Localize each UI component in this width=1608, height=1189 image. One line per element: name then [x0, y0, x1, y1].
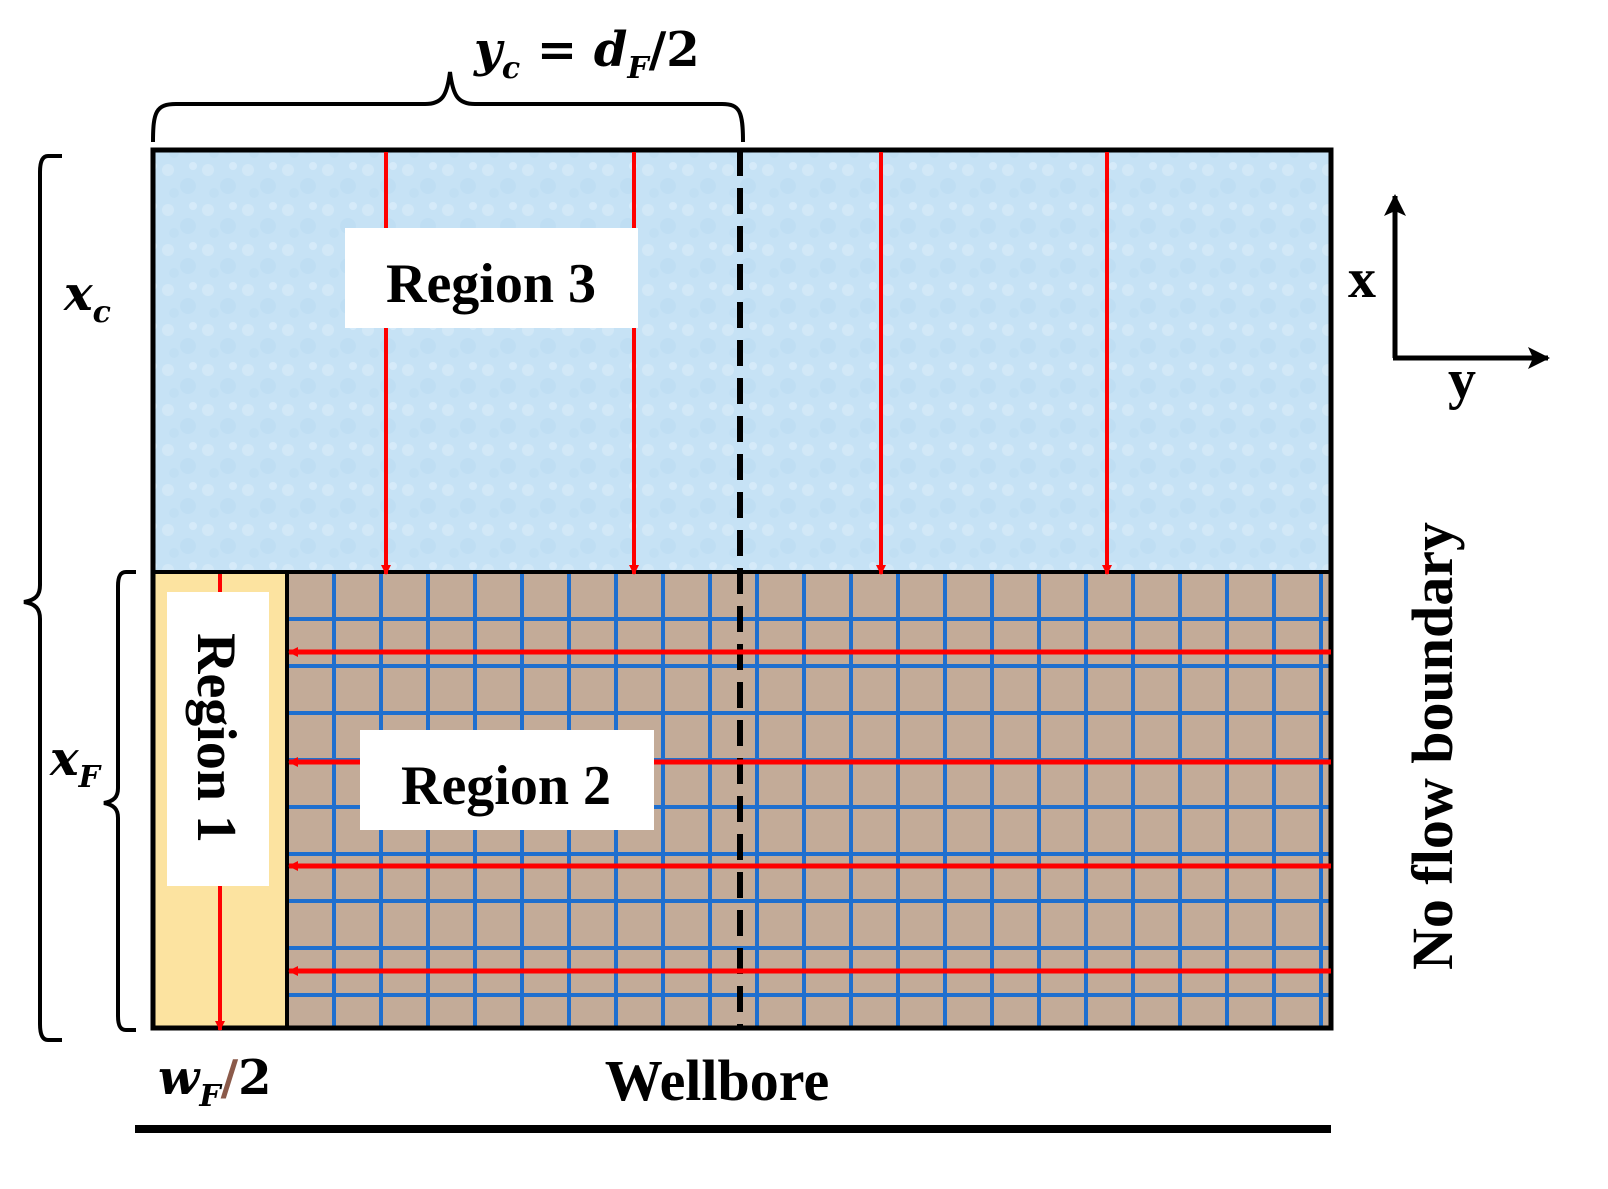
- region1-label: Region 1: [185, 633, 247, 843]
- region1-label-box: [167, 592, 269, 886]
- region2-flow-arrows: [288, 647, 1331, 976]
- coordinate-axes: x y: [1348, 194, 1550, 411]
- region2-label-box: [360, 730, 654, 830]
- wf-label: wF/2: [158, 1050, 272, 1114]
- top-brace: [151, 71, 745, 143]
- region2-label: Region 2: [401, 755, 611, 817]
- wellbore-label: Wellbore: [605, 1048, 829, 1113]
- xf-label: xF: [49, 731, 103, 795]
- x-axis-label: x: [1348, 248, 1376, 310]
- y-axis-label: y: [1448, 349, 1476, 411]
- region3-label-box: [345, 228, 638, 328]
- region3-label: Region 3: [386, 253, 596, 315]
- top-brace-label: yc = dF/2: [473, 22, 700, 86]
- left-outer-brace: [23, 154, 62, 1042]
- left-inner-brace: [103, 570, 136, 1032]
- no-flow-boundary-label: No flow boundary: [1400, 522, 1465, 970]
- region3-flow-arrows: [381, 152, 1112, 575]
- xc-label: xc: [63, 266, 111, 330]
